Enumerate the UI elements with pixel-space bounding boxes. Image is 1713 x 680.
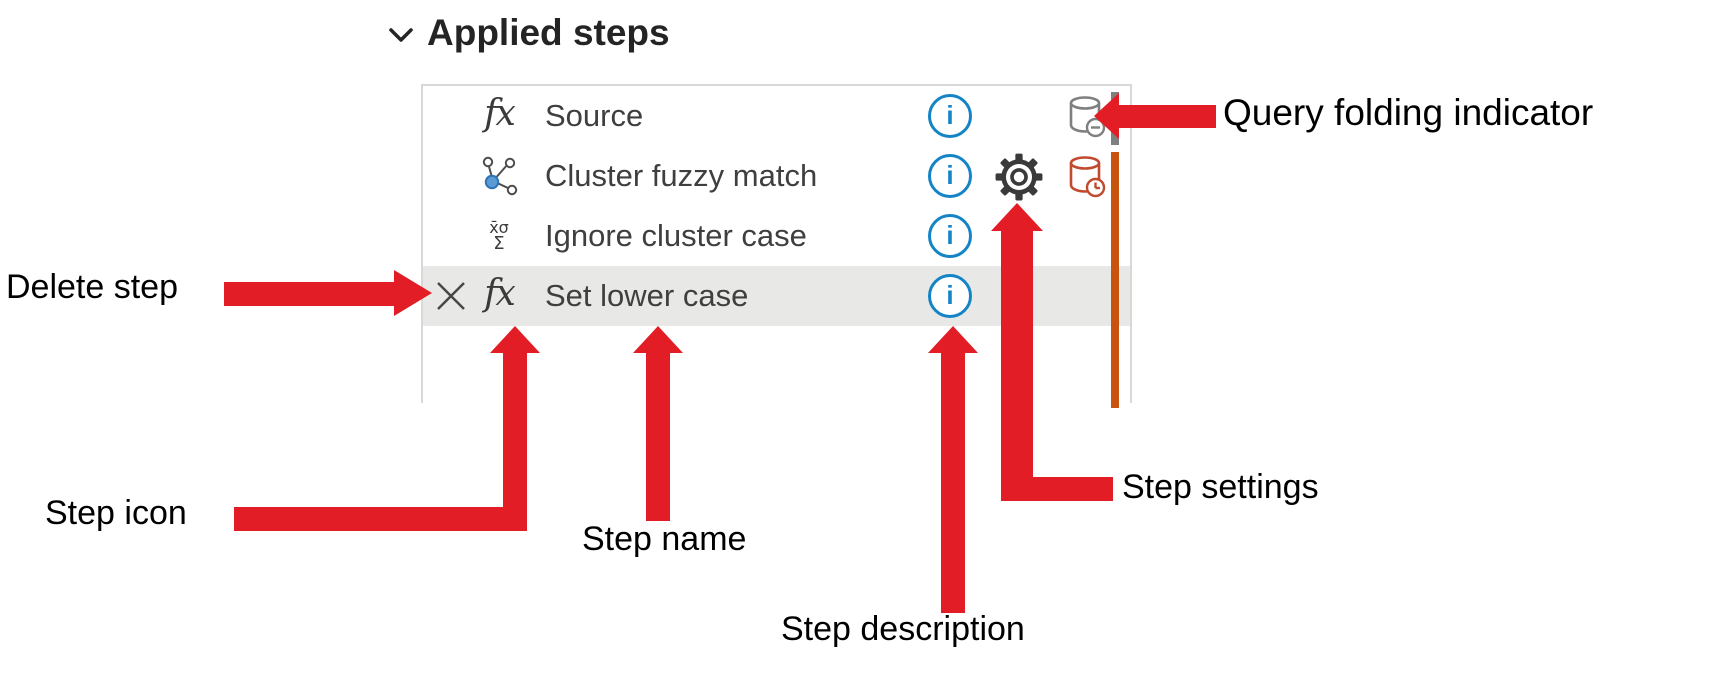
- step-row-ignore-cluster-case[interactable]: x̄σ Σ Ignore cluster case i: [423, 206, 1130, 266]
- chevron-down-icon[interactable]: [388, 27, 414, 43]
- step-name[interactable]: Source: [545, 98, 644, 133]
- database-clock-icon: [1069, 156, 1106, 198]
- fx-icon: fx: [484, 93, 516, 134]
- info-icon[interactable]: i: [928, 274, 972, 318]
- cluster-icon: [475, 146, 523, 206]
- fx-icon: fx: [484, 273, 516, 314]
- step-name[interactable]: Cluster fuzzy match: [545, 158, 818, 193]
- step-description-label: Step description: [781, 610, 1025, 648]
- info-icon[interactable]: i: [928, 214, 972, 258]
- step-name-label: Step name: [582, 520, 747, 558]
- info-icon[interactable]: i: [928, 154, 972, 198]
- delete-step-label: Delete step: [6, 268, 178, 306]
- gear-icon[interactable]: [994, 152, 1044, 202]
- info-icon[interactable]: i: [928, 94, 972, 138]
- step-settings-label: Step settings: [1122, 468, 1319, 506]
- step-name[interactable]: Set lower case: [545, 278, 749, 313]
- delete-step-icon[interactable]: [433, 278, 469, 314]
- step-row-source[interactable]: fx Source i: [423, 86, 1130, 146]
- step-row-cluster-fuzzy-match[interactable]: Cluster fuzzy match i: [423, 146, 1130, 206]
- applied-steps-title: Applied steps: [427, 12, 670, 53]
- query-folding-label: Query folding indicator: [1223, 92, 1594, 133]
- statistics-icon: x̄σ Σ: [489, 217, 509, 255]
- step-name[interactable]: Ignore cluster case: [545, 218, 807, 253]
- step-icon-label: Step icon: [45, 494, 187, 532]
- query-folding-bar-folded: [1111, 152, 1119, 408]
